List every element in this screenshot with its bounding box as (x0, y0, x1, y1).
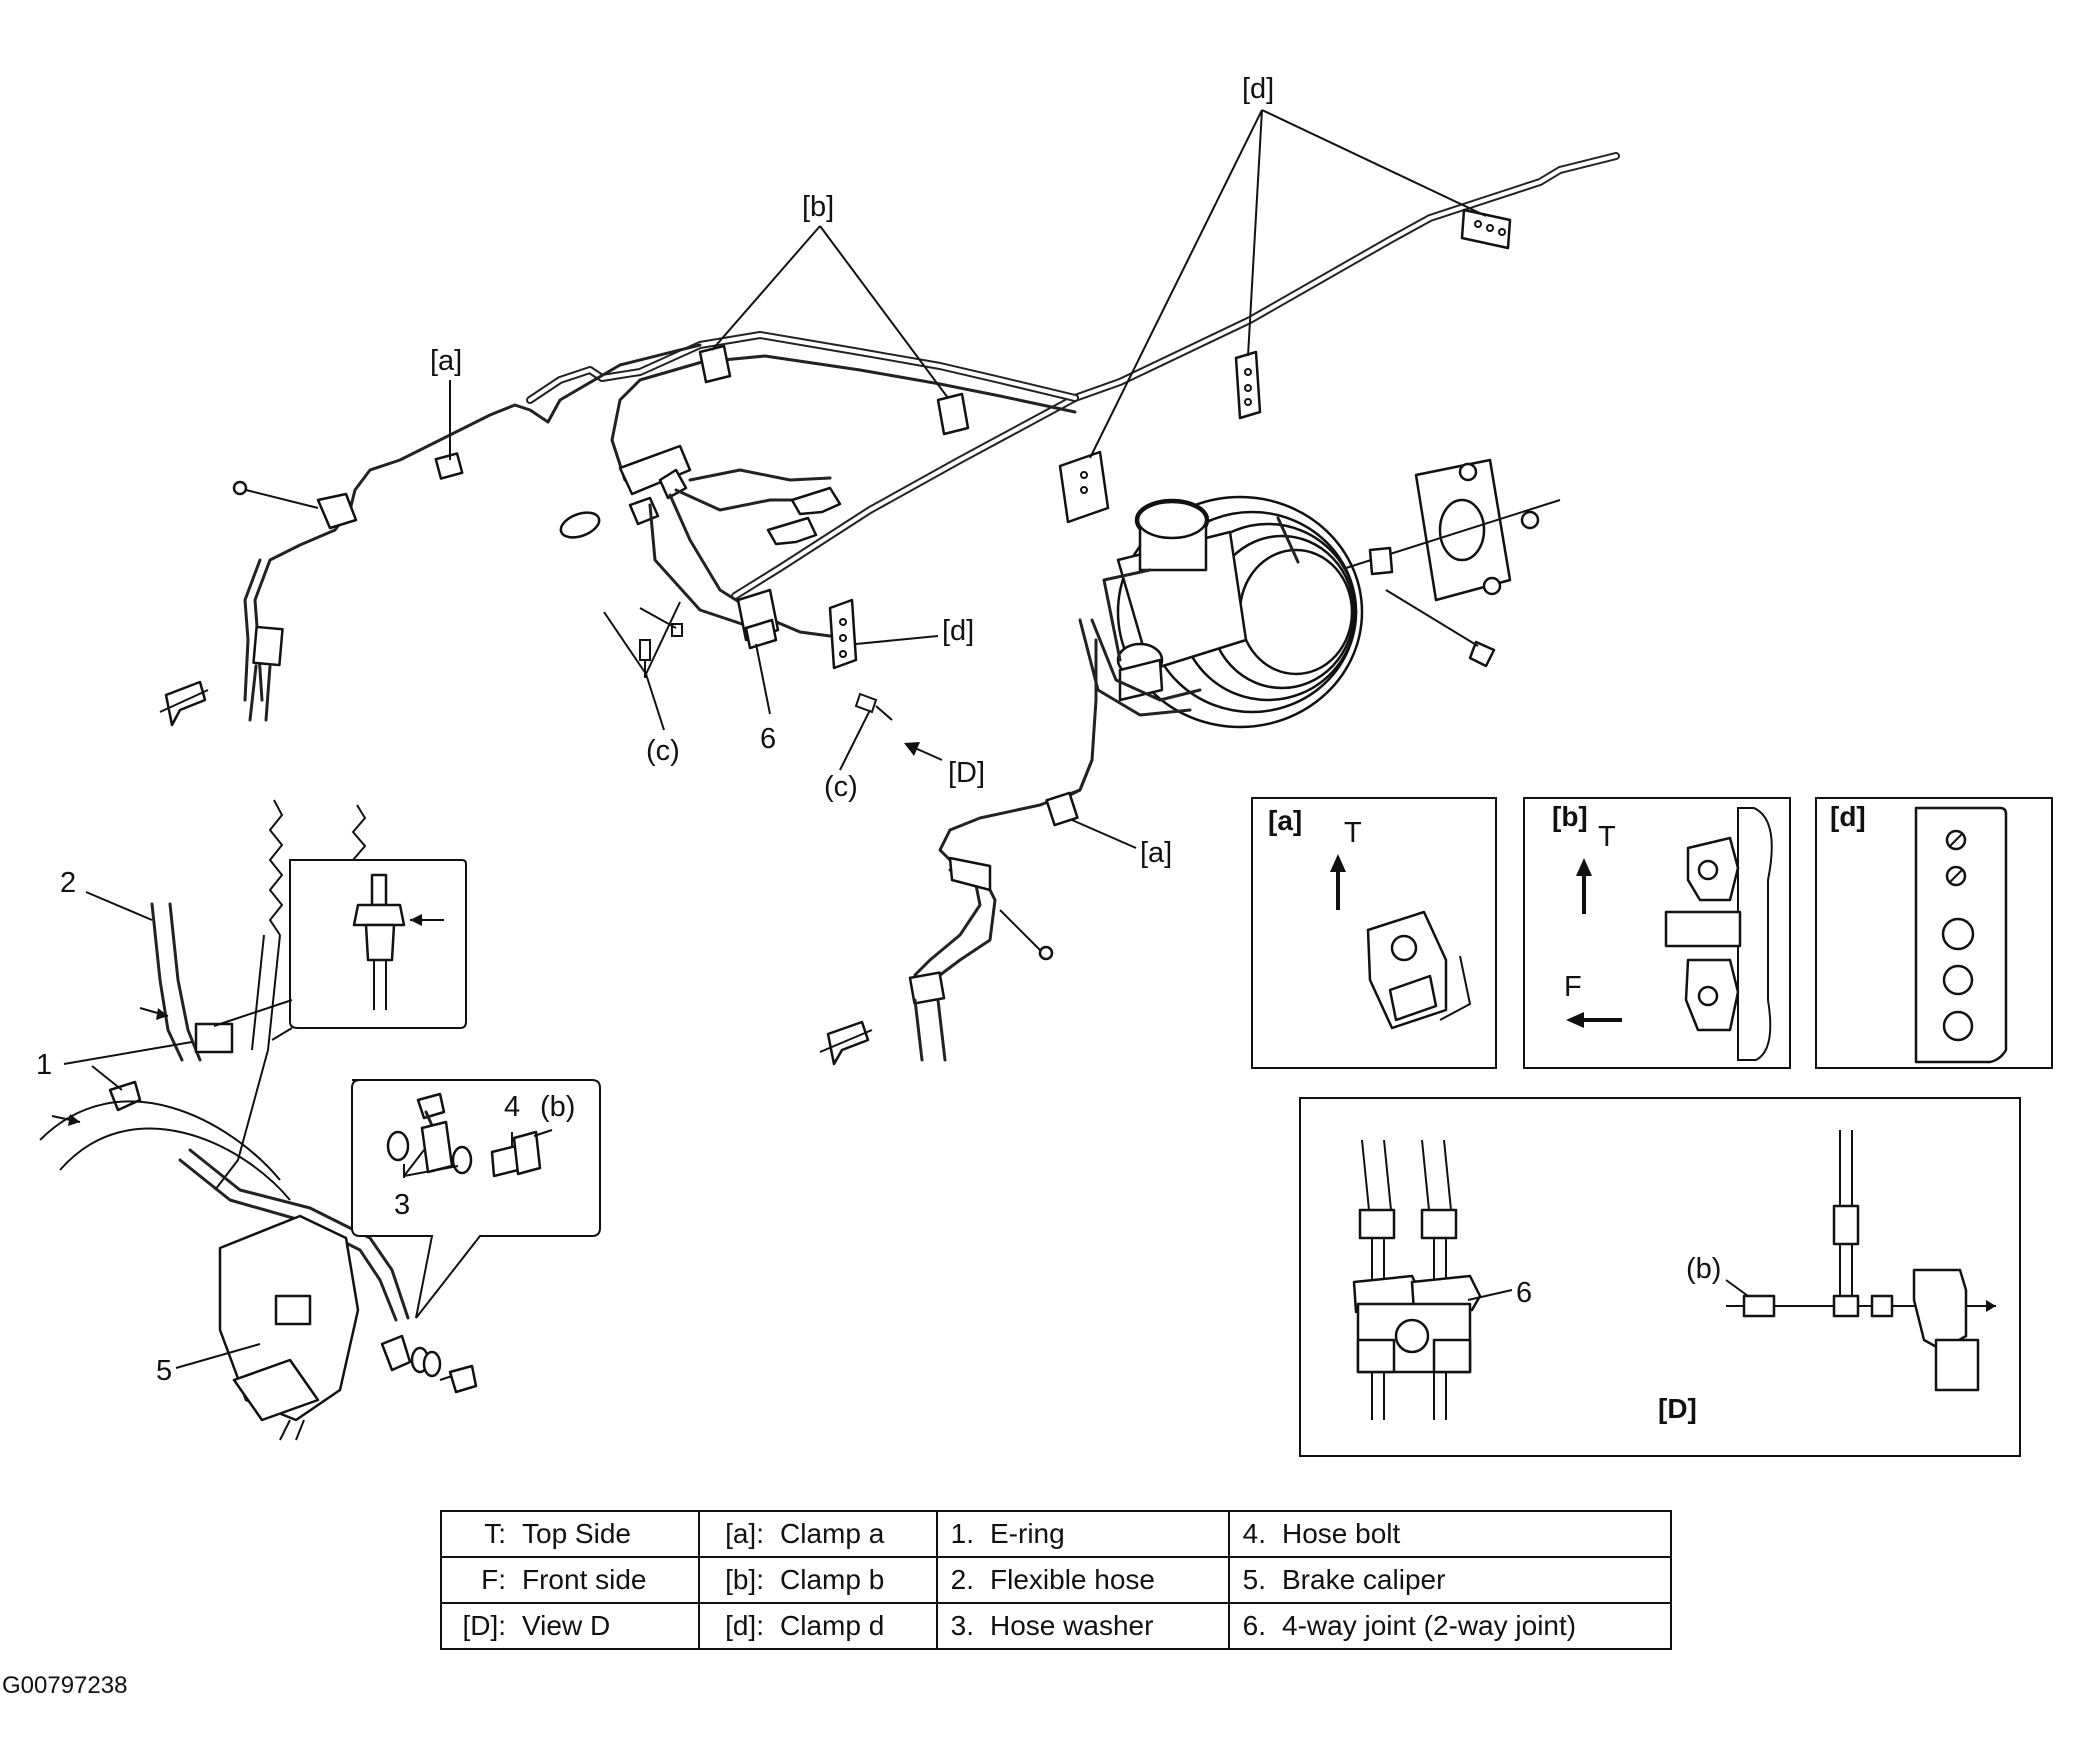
legend-cell: T: Top Side (440, 1510, 700, 1558)
callout-b-paren: (b) (540, 1091, 575, 1123)
callout-b: [b] (802, 191, 834, 223)
legend-text: Clamp d (780, 1610, 885, 1641)
legend-cell: 4. Hose bolt (1228, 1510, 1672, 1558)
legend-key: [D]: (462, 1610, 506, 1641)
legend-key: T: (484, 1518, 506, 1549)
inset-a-top-label: T (1344, 817, 1362, 849)
legend-cell: 1. E-ring (936, 1510, 1230, 1558)
inset-b-top-label: T (1598, 821, 1616, 853)
legend-cell: [D]: View D (440, 1602, 700, 1650)
inset-clamp-d: [d] (1815, 797, 2053, 1069)
legend-key: [a]: (725, 1518, 764, 1549)
legend-text: Front side (522, 1564, 647, 1595)
inset-view-d: [D] 6 (b) (1299, 1097, 2021, 1457)
legend-table: T: Top Side [a]: Clamp a 1. E-ring 4. Hose bolt… (440, 1510, 1672, 1650)
callout-6-top: 6 (760, 723, 776, 755)
inset-view-d-callout-6: 6 (1516, 1277, 1532, 1309)
legend-row: [D]: View D [d]: Clamp d 3. Hose washer 6. 4-wa… (440, 1602, 1672, 1650)
brake-booster (819, 458, 1561, 1066)
legend-text: Flexible hose (990, 1564, 1155, 1595)
legend-cell: 5. Brake caliper (1228, 1556, 1672, 1604)
figure-id: G00797238 (2, 1672, 128, 1699)
callout-1: 1 (36, 1049, 52, 1081)
callout-3: 3 (394, 1189, 410, 1221)
legend-cell: F: Front side (440, 1556, 700, 1604)
legend-cell: [b]: Clamp b (698, 1556, 938, 1604)
legend-text: E-ring (990, 1518, 1065, 1549)
top-arrow-icon (1330, 854, 1346, 872)
inset-view-d-title: [D] (1658, 1393, 1697, 1424)
legend-cell: 2. Flexible hose (936, 1556, 1230, 1604)
top-arrow-icon-b (1576, 858, 1592, 876)
legend-cell: [d]: Clamp d (698, 1602, 938, 1650)
legend-key: 6. (1242, 1610, 1266, 1641)
legend-key: [d]: (725, 1610, 764, 1641)
callout-labels: [d] [b] [a] [d] (c) 6 (c) [D] [a] 2 1 3 … (36, 73, 1274, 1387)
inset-b-title: [b] (1552, 801, 1588, 832)
callout-a-left: [a] (430, 345, 462, 377)
legend-key: [b]: (725, 1564, 764, 1595)
legend-key: 1. (950, 1518, 974, 1549)
legend-cell: 3. Hose washer (936, 1602, 1230, 1650)
legend-cell: [a]: Clamp a (698, 1510, 938, 1558)
inset-b-front-label: F (1564, 971, 1582, 1003)
legend-key: 3. (950, 1610, 974, 1641)
callout-d-lower: [d] (942, 615, 974, 647)
inset-a-title: [a] (1268, 805, 1302, 836)
legend-body: T: Top Side [a]: Clamp a 1. E-ring 4. Hose bolt… (440, 1510, 1672, 1650)
legend-cell: 6. 4-way joint (2-way joint) (1228, 1602, 1672, 1650)
legend-row: F: Front side [b]: Clamp b 2. Flexible hose 5.… (440, 1556, 1672, 1604)
callout-a-right: [a] (1140, 837, 1172, 869)
callout-c-right: (c) (824, 771, 858, 803)
inset-clamp-b: [b] T F (1523, 797, 1791, 1069)
callout-2: 2 (60, 867, 76, 899)
legend-key: F: (481, 1564, 506, 1595)
legend-key: 4. (1242, 1518, 1266, 1549)
callout-4: 4 (504, 1091, 520, 1123)
legend-text: 4-way joint (2-way joint) (1282, 1610, 1577, 1641)
legend-text: Hose washer (990, 1610, 1154, 1641)
legend-key: 2. (950, 1564, 974, 1595)
inset-clamp-a: [a] T (1251, 797, 1497, 1069)
callout-5: 5 (156, 1355, 172, 1387)
legend-text: Hose bolt (1282, 1518, 1401, 1549)
inset-view-d-callout-b: (b) (1686, 1253, 1721, 1285)
legend-text: Clamp a (780, 1518, 885, 1549)
brake-pipe-assembly (159, 152, 1620, 727)
legend-text: View D (522, 1610, 611, 1641)
callout-view-d-arrow: [D] (948, 757, 985, 789)
callout-c-left: (c) (646, 735, 680, 767)
leader-lines (63, 109, 1487, 1369)
callout-d-top: [d] (1242, 73, 1274, 105)
legend-text: Top Side (522, 1518, 631, 1549)
inset-d-title: [d] (1830, 801, 1866, 832)
legend-text: Brake caliper (1282, 1564, 1446, 1595)
legend-text: Clamp b (780, 1564, 885, 1595)
front-arrow-icon (1566, 1012, 1584, 1028)
legend-key: 5. (1242, 1564, 1266, 1595)
legend-row: T: Top Side [a]: Clamp a 1. E-ring 4. Hose bolt (440, 1510, 1672, 1558)
